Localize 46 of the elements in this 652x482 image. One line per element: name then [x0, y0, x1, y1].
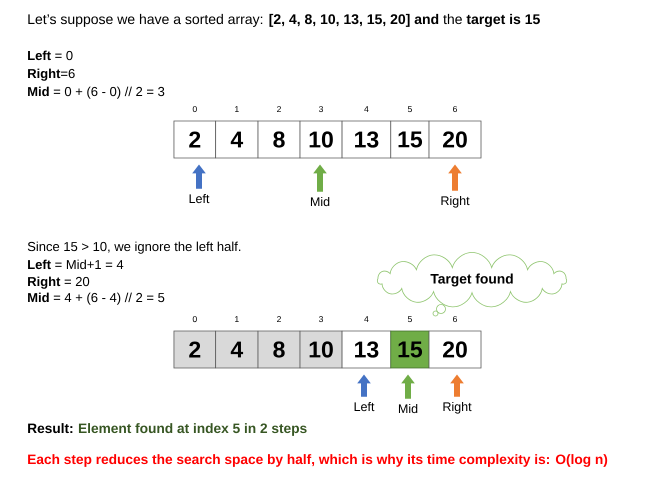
pointer-label: Mid [310, 196, 330, 206]
array-cell: 20 [428, 330, 482, 368]
index-label: 4 [364, 106, 369, 112]
array-cell: 8 [258, 120, 300, 158]
index-label: 3 [318, 106, 323, 112]
array-cell: 2 [174, 120, 216, 158]
index-label: 6 [453, 106, 457, 112]
array-cell: 15 [390, 120, 430, 158]
step-text: Mid = 4 + (6 - 4) // 2 = 5 [28, 292, 164, 305]
pointer-label: Left [190, 194, 210, 204]
step-text: Mid = 0 + (6 - 0) // 2 = 3 [28, 86, 164, 99]
index-label: 1 [235, 106, 239, 112]
index-label: 3 [318, 316, 323, 322]
conclusion-text: Each step reduces the search space by half, which is why its time complexity is: O(log n) [28, 454, 608, 467]
step-text: Left = 0 [28, 50, 73, 60]
index-label: 0 [192, 316, 197, 322]
pointer-label: Left [354, 402, 374, 412]
index-label: 2 [277, 316, 281, 322]
step-text: Left = Mid+1 = 4 [28, 260, 124, 270]
step-text: Right=6 [28, 68, 75, 81]
index-label: 2 [277, 106, 281, 112]
array-cell: 4 [215, 120, 258, 158]
step-text: Right = 20 [28, 276, 90, 289]
array-cell: 10 [300, 330, 342, 368]
index-label: 1 [235, 316, 239, 322]
index-label: 5 [408, 106, 412, 112]
result-text: Element found at index 5 in 2 steps [78, 423, 307, 436]
pointer-label: Right [443, 402, 472, 414]
array-cell: 2 [174, 330, 216, 368]
title-text: Let’s suppose we have a sorted array: [2, 4, 8, 10, 13, 15, 20] and the target is 15 [28, 14, 540, 27]
thought-cloud: Target found [376, 252, 568, 316]
index-label: 6 [453, 316, 457, 322]
array-cell: 13 [342, 120, 392, 158]
pointer-label: Mid [398, 404, 418, 414]
array-cell: 8 [258, 330, 300, 368]
index-label: 0 [192, 106, 197, 112]
array-cell: 15 [390, 330, 430, 368]
array-cell: 4 [215, 330, 258, 368]
array-cell: 10 [300, 120, 342, 158]
result-label: Result: [28, 423, 72, 434]
array-cell: 13 [342, 330, 392, 368]
index-label: 5 [408, 316, 412, 322]
array-cell: 20 [428, 120, 482, 158]
index-label: 4 [364, 316, 369, 322]
note-text: Since 15 > 10, we ignore the left half. [28, 242, 240, 254]
pointer-label: Right [441, 196, 470, 208]
